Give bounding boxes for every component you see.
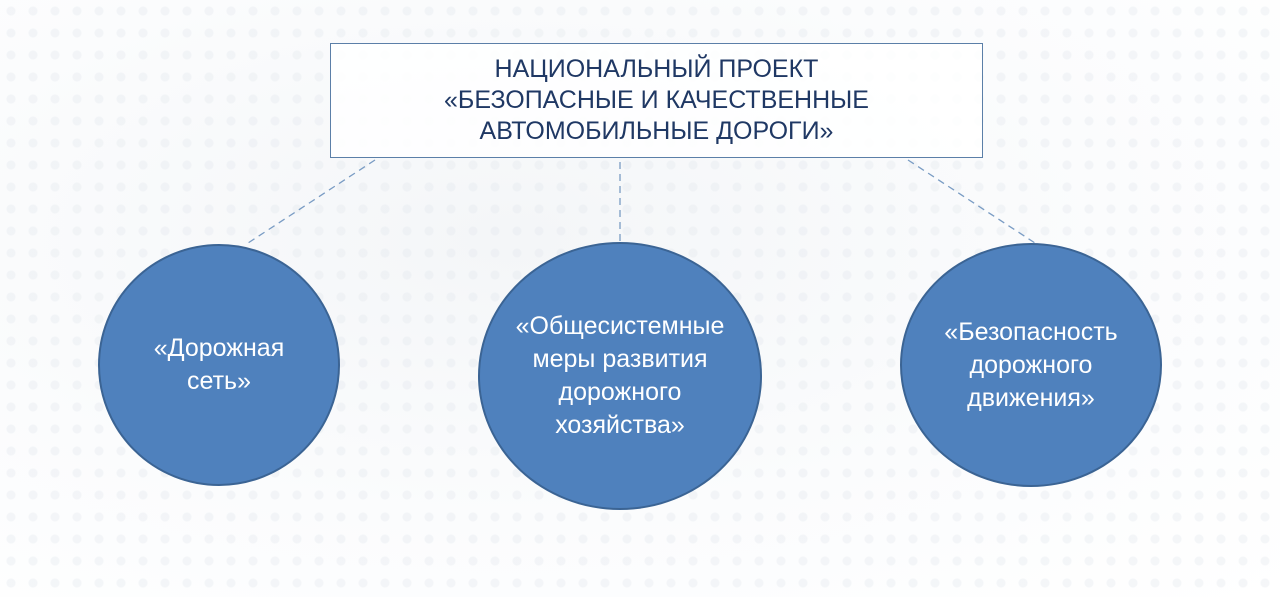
title-line: «БЕЗОПАСНЫЕ И КАЧЕСТВЕННЫЕ	[444, 86, 869, 114]
title-line: АВТОМОБИЛЬНЫЕ ДОРОГИ»	[479, 117, 834, 145]
node-text-line: движения»	[967, 383, 1095, 412]
node-text-line: хозяйства»	[555, 411, 685, 439]
node-text-line: «Дорожная	[153, 334, 285, 362]
node-text-line: «Безопасность	[944, 317, 1118, 346]
node-road-safety: «Безопасность дорожного движения»	[900, 243, 1162, 487]
node-text-line: меры развития	[532, 345, 708, 373]
node-text-line: дорожного	[558, 378, 682, 406]
connector-right	[907, 159, 1036, 244]
node-text-line: «Общесистемные	[515, 312, 725, 340]
connector-left	[244, 159, 376, 246]
node-road-network: «Дорожная сеть»	[98, 244, 340, 486]
node-text-line: дорожного	[969, 350, 1093, 379]
node-system-measures: «Общесистемные меры развития дорожного х…	[478, 242, 762, 510]
node-text-line: сеть»	[187, 367, 251, 395]
national-project-title-box: НАЦИОНАЛЬНЫЙ ПРОЕКТ «БЕЗОПАСНЫЕ И КАЧЕСТ…	[330, 43, 983, 158]
title-line: НАЦИОНАЛЬНЫЙ ПРОЕКТ	[494, 55, 819, 83]
